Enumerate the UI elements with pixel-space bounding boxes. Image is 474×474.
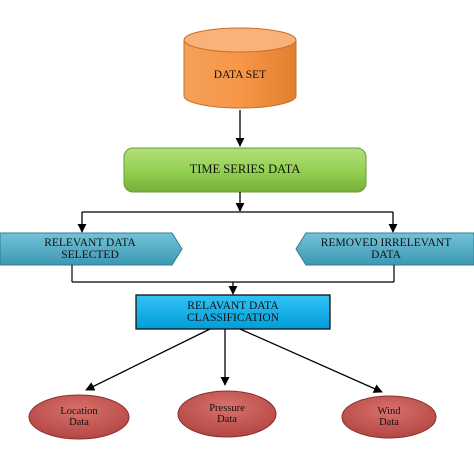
location-data-node (28, 394, 130, 440)
time-series-node (123, 147, 367, 193)
edge-classification-to-location (85, 328, 211, 391)
relevant-data-node (0, 232, 183, 266)
edge-classification-to-wind (239, 328, 383, 393)
data-set-node (183, 27, 297, 109)
removed-data-node (295, 232, 474, 266)
classification-node (135, 294, 331, 330)
pressure-data-node (177, 390, 277, 438)
wind-data-node (341, 395, 437, 439)
